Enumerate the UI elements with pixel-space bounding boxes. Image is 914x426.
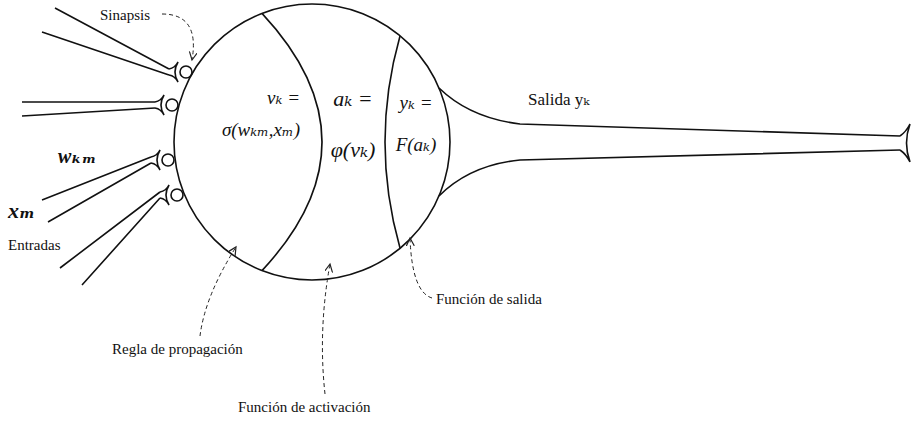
inputs-label: Entradas [8, 236, 60, 254]
synaptic-terminal [160, 185, 169, 205]
leader-line [200, 247, 236, 336]
synapse-circle [180, 66, 192, 78]
synaptic-terminal [151, 150, 160, 170]
weight-symbol: wₖₘ [58, 144, 96, 168]
formula-text: aₖ = φ(νₖ) [331, 86, 376, 162]
synapse-circle [162, 154, 174, 166]
axon-line [439, 88, 900, 136]
axon-terminal [900, 124, 910, 162]
formula-text: yₖ = F(aₖ) [396, 92, 437, 155]
synapse-circle [166, 99, 178, 111]
propagation-boundary [262, 13, 322, 270]
leader-line [322, 264, 330, 394]
axon-line [439, 150, 900, 196]
synapse-circle [171, 189, 183, 201]
synaptic-terminal [155, 95, 164, 115]
synaptic-terminal [169, 62, 178, 82]
input-dendrite [22, 102, 155, 116]
activation-function-label: Función de activación [238, 398, 370, 416]
input-dendrite [60, 192, 160, 285]
propagation-rule-label: Regla de propagación [112, 340, 243, 358]
leader-line [162, 14, 193, 60]
propagation-region: νₖ = σ(wₖₘ,xₘ) [192, 82, 300, 147]
input-symbol: xₘ [8, 198, 35, 224]
output-function-label: Función de salida [436, 290, 542, 308]
activation-region: aₖ = φ(νₖ) [324, 74, 382, 175]
soma-circle [174, 4, 450, 280]
output-region: yₖ = F(aₖ) [387, 82, 445, 166]
formula-text: νₖ = σ(wₖₘ,xₘ) [222, 87, 300, 140]
synapse-label: Sinapsis [100, 6, 150, 24]
output-label: Salida yₖ [528, 90, 589, 110]
leader-line [410, 238, 432, 298]
